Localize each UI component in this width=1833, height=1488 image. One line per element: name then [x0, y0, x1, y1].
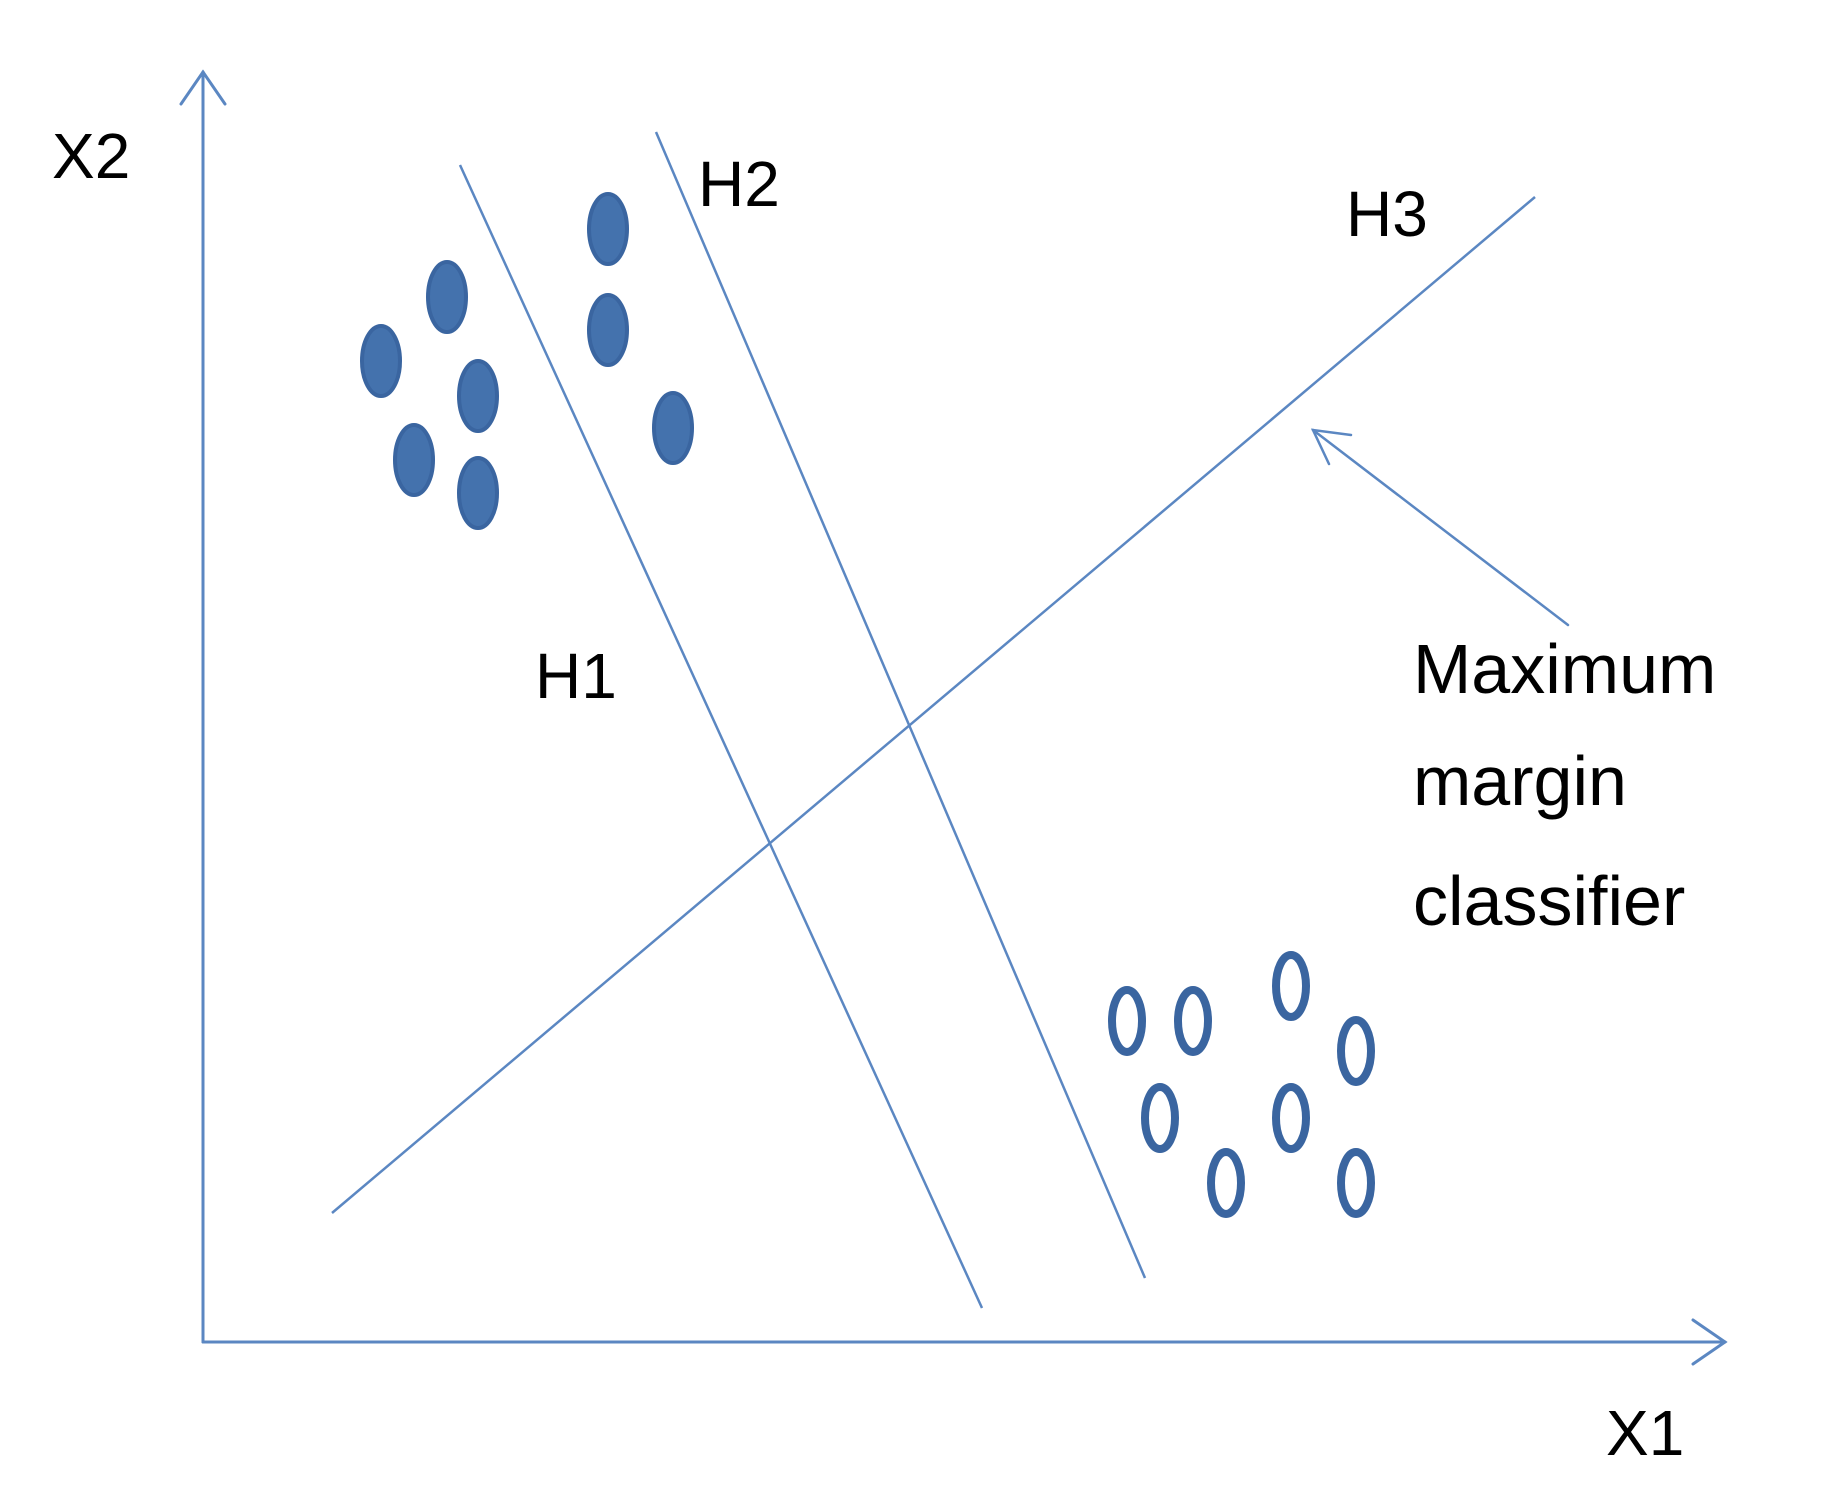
- x-axis-label: X1: [1606, 1397, 1684, 1469]
- annotation-line-2: margin: [1413, 742, 1627, 820]
- filled-point: [652, 391, 694, 465]
- filled-point: [360, 324, 402, 398]
- hollow-point: [1174, 986, 1212, 1056]
- filled-point: [457, 456, 499, 530]
- hyperplane-label-h1: H1: [535, 640, 617, 712]
- axes: [179, 69, 1728, 1366]
- hyperplanes: [331, 131, 1536, 1309]
- hollow-point: [1207, 1148, 1245, 1218]
- hollow-point: [1337, 1016, 1375, 1086]
- filled-point: [426, 260, 468, 334]
- annotation-arrow-shaft: [1311, 428, 1570, 627]
- hollow-point: [1337, 1148, 1375, 1218]
- annotation-arrow-head: [1310, 428, 1353, 466]
- annotation-arrow: [1310, 428, 1570, 627]
- annotation-line-1: Maximum: [1413, 630, 1716, 708]
- hollow-point: [1272, 1083, 1310, 1153]
- hyperplane-h3: [331, 196, 1536, 1214]
- hyperplane-label-h2: H2: [698, 148, 780, 220]
- x-axis-arrowhead: [1691, 1318, 1728, 1366]
- filled-point: [393, 423, 435, 497]
- hyperplane-h1: [458, 164, 984, 1309]
- filled-class-points: [360, 192, 694, 530]
- y-axis-arrowhead: [179, 69, 227, 106]
- filled-point: [587, 293, 629, 367]
- y-axis-label: X2: [52, 120, 130, 192]
- hyperplane-h2: [654, 131, 1147, 1279]
- filled-point: [457, 359, 499, 433]
- annotation-line-3: classifier: [1413, 862, 1685, 940]
- hollow-point: [1272, 951, 1310, 1021]
- hollow-point: [1141, 1083, 1179, 1153]
- filled-point: [587, 192, 629, 266]
- hyperplane-label-h3: H3: [1346, 178, 1428, 250]
- hollow-point: [1108, 986, 1146, 1056]
- hollow-class-points: [1108, 951, 1375, 1218]
